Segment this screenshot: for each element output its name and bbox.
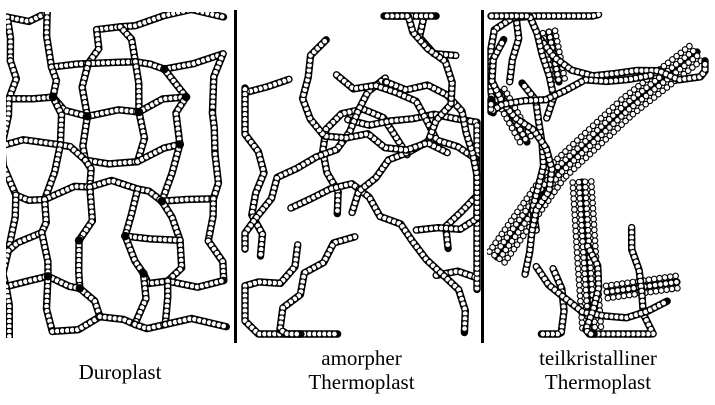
network-chain xyxy=(6,58,19,102)
network-chain xyxy=(6,143,18,196)
semicrystalline-thermoplast-panel xyxy=(487,12,709,338)
crosslink-node xyxy=(176,140,184,148)
network-chain xyxy=(49,314,101,334)
network-chain xyxy=(85,59,136,66)
crosslink-node xyxy=(44,272,52,280)
crosslink-node xyxy=(75,236,83,244)
crosslink-node xyxy=(139,269,147,277)
caption-line: amorpher xyxy=(241,346,482,370)
duroplast-caption: Duroplast xyxy=(6,360,234,384)
crosslink-node xyxy=(121,232,129,240)
network-chain xyxy=(211,151,221,201)
network-chain xyxy=(6,12,48,24)
network-chain xyxy=(76,237,83,288)
amorphous-chains-drawing xyxy=(241,12,482,338)
network-chain xyxy=(162,316,226,329)
amorphous-chain xyxy=(277,234,357,337)
network-chain xyxy=(132,59,141,115)
network-chain xyxy=(117,24,137,62)
network-chain xyxy=(159,196,215,204)
network-chain xyxy=(6,96,12,146)
duroplast-network-drawing xyxy=(6,12,234,338)
network-chain xyxy=(39,230,51,277)
network-chain xyxy=(87,178,140,192)
network-chain xyxy=(78,184,95,241)
network-chain xyxy=(6,137,60,148)
amorphous-thermoplast-panel xyxy=(241,12,482,338)
caption-line: Thermoplast xyxy=(241,370,482,394)
crosslink-node xyxy=(135,108,143,116)
crosslink-node xyxy=(158,197,166,205)
amorphous-chain xyxy=(334,72,480,248)
caption-line: Thermoplast xyxy=(487,370,709,394)
network-chain xyxy=(6,95,53,102)
network-chain xyxy=(50,94,64,145)
amorphous-chain xyxy=(392,13,459,58)
network-chain xyxy=(97,314,137,327)
caption-line: teilkristalliner xyxy=(487,346,709,370)
panel-divider xyxy=(234,10,237,343)
network-chain xyxy=(133,271,149,325)
network-chain xyxy=(123,186,140,236)
amorphous-thermoplast-caption: amorpher Thermoplast xyxy=(241,346,482,394)
network-chain xyxy=(85,107,140,119)
crosslink-node xyxy=(182,93,190,101)
crosslink-node xyxy=(49,93,57,101)
caption-line: Duroplast xyxy=(6,360,234,384)
network-chain xyxy=(206,196,216,241)
network-chain xyxy=(165,278,224,290)
network-chain xyxy=(6,274,48,289)
crosslink-node xyxy=(83,112,91,120)
network-chain xyxy=(161,12,225,20)
network-chain xyxy=(6,284,12,338)
network-chain xyxy=(205,238,226,280)
network-chain xyxy=(166,237,184,282)
semicrystalline-chains-drawing xyxy=(487,12,709,338)
crosslink-node xyxy=(76,284,84,292)
network-chain xyxy=(210,110,218,156)
network-chain xyxy=(40,197,48,233)
duroplast-panel xyxy=(6,12,234,338)
network-chain xyxy=(173,94,189,147)
amorphous-chain xyxy=(349,13,455,215)
network-chain xyxy=(132,322,167,332)
crosslink-node xyxy=(160,65,168,73)
panel-divider xyxy=(481,10,484,343)
amorphous-chain xyxy=(288,181,468,333)
semicrystalline-thermoplast-caption: teilkristalliner Thermoplast xyxy=(487,346,709,394)
network-chain xyxy=(87,27,102,65)
network-chain xyxy=(79,61,91,117)
network-chain xyxy=(44,12,54,67)
